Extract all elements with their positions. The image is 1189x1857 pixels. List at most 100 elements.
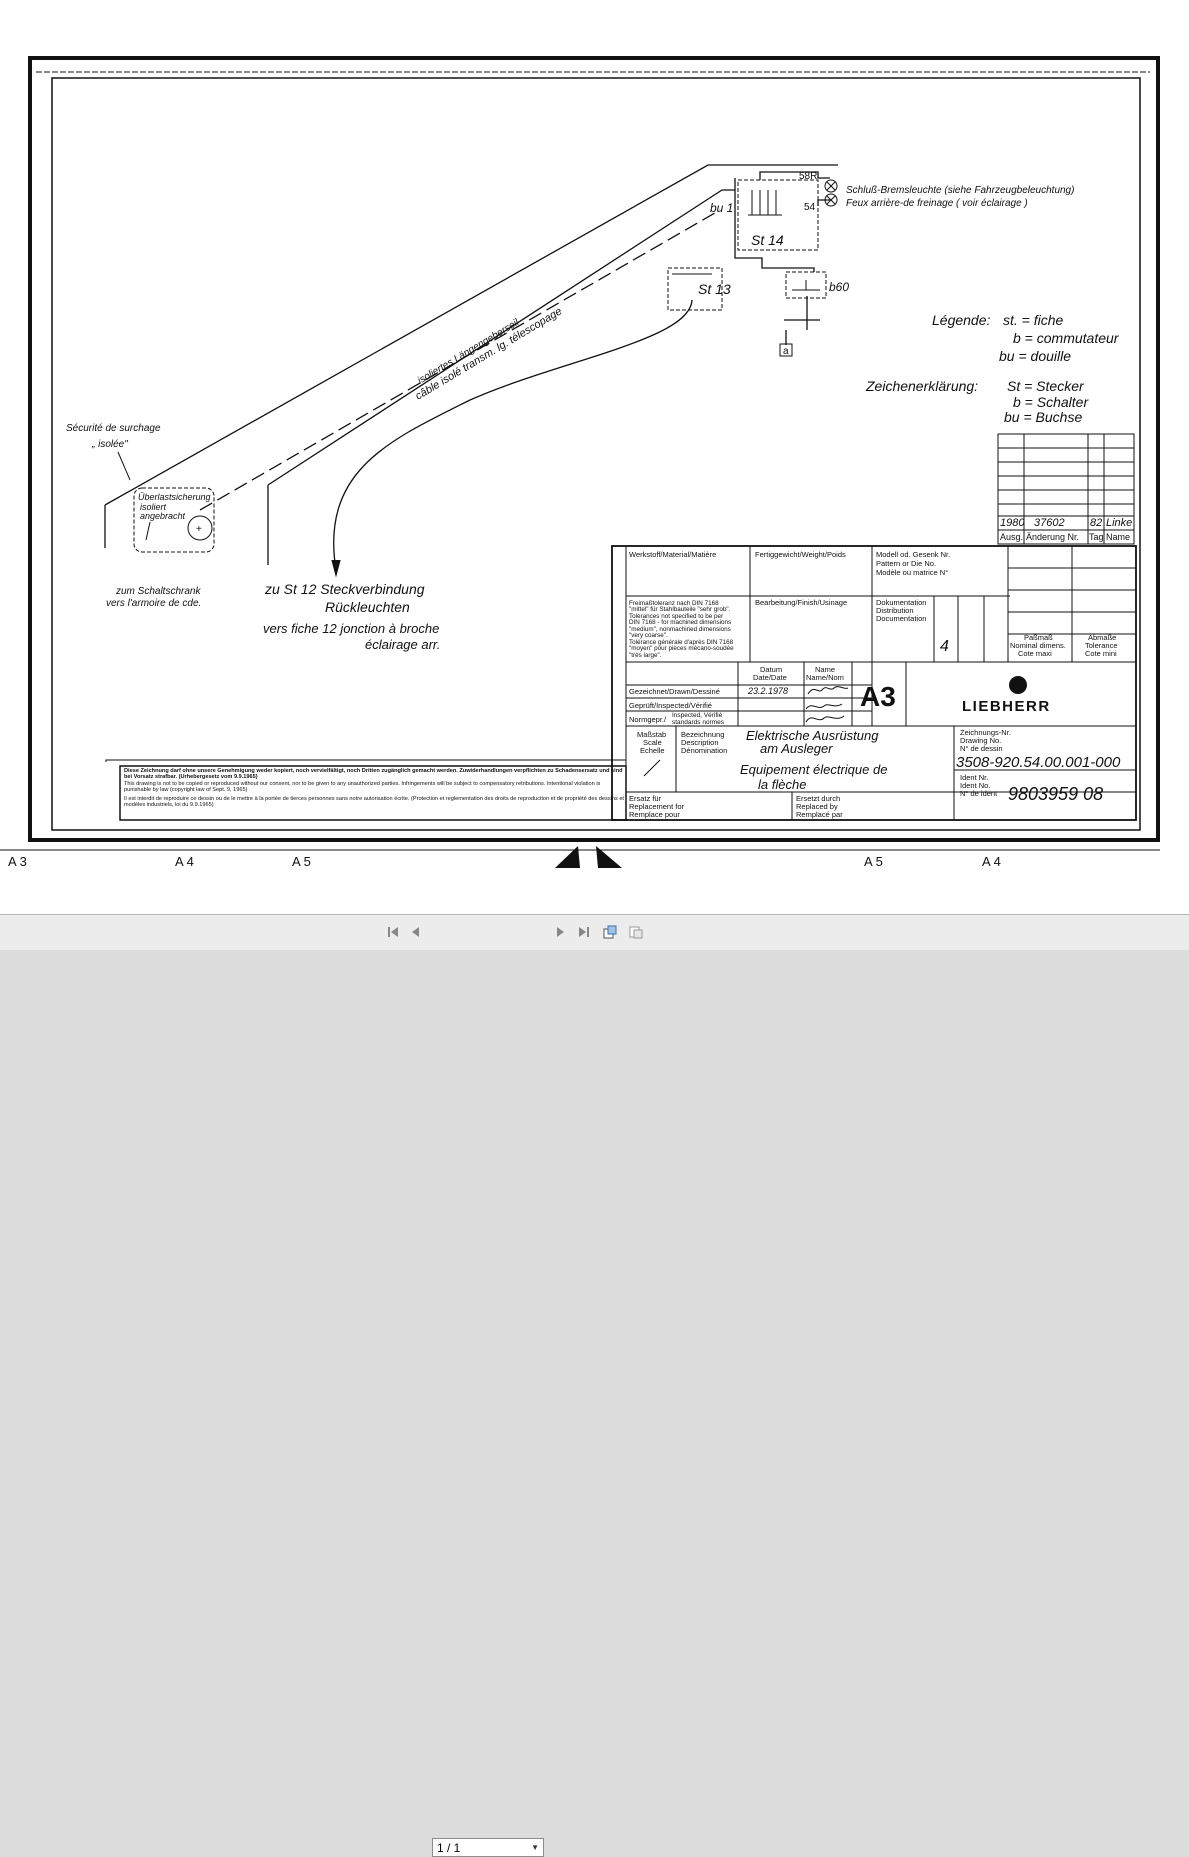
- previous-page-button[interactable]: [408, 924, 424, 940]
- legend-fr-3: bu = douille: [999, 348, 1071, 364]
- tb-date-head-2: Date/Date: [753, 673, 787, 682]
- tb-drawn-date: 23.2.1978: [747, 686, 788, 696]
- tb-drawing-no: 3508-920.54.00.001-000: [956, 754, 1121, 771]
- title-block-texts: Werkstoff/Material/Matière Fertiggewicht…: [629, 550, 1121, 819]
- lamp-label-fr: Feux arrière-de freinage ( voir éclairag…: [846, 198, 1028, 209]
- st12-label-fr-2: éclairage arr.: [365, 637, 440, 652]
- legend-de-2: b = Schalter: [1013, 394, 1089, 410]
- tb-norm-2: Inspected, Vérifié: [672, 712, 723, 719]
- cabinet-label-de: zum Schaltschrank: [115, 586, 201, 597]
- connector-st14: St 14 bu 1 58R 54: [710, 171, 819, 251]
- tb-drawing-no-2: Drawing No.: [960, 736, 1001, 745]
- margin-mark-3: A 5: [292, 854, 311, 869]
- overload-label-fr-2: „ isolée": [91, 439, 128, 450]
- wiring: [104, 164, 838, 578]
- copyright-text-block: Diese Zeichnung darf ohne unsere Genehmi…: [124, 768, 624, 809]
- tb-tol-5: "very coarse".: [629, 632, 668, 639]
- tb-tol-4: "medium", nonmachined dimensions: [629, 626, 731, 633]
- terminal-a-label: a: [783, 346, 789, 357]
- tb-fit-1: Paßmaß: [1024, 633, 1053, 642]
- switch-b60: b60 a: [779, 271, 849, 357]
- tb-inspected: Geprüft/Inspected/Vérifié: [629, 701, 712, 710]
- tb-doc-3: Documentation: [876, 614, 926, 623]
- tb-tol-3h: Cote mini: [1085, 649, 1117, 658]
- rev-name: Linke: [1106, 517, 1132, 529]
- tb-title-de-1: Elektrische Ausrüstung: [746, 728, 879, 743]
- tb-replaced-2: Replaced by: [796, 802, 838, 811]
- tb-replaced-3: Remplacé par: [796, 810, 843, 819]
- viewer-toolbar: 1 / 1 ▼: [0, 915, 1189, 1857]
- tb-tol-6: Tolérance générale d'après DIN 7168: [629, 639, 734, 646]
- last-page-icon: [579, 927, 589, 937]
- tb-model-3: Modèle ou matrice N°: [876, 568, 948, 577]
- tb-date-head-1: Datum: [760, 665, 782, 674]
- tb-replaces-2: Replacement for: [629, 802, 685, 811]
- overload-label-de-3: angebracht: [140, 511, 186, 521]
- page-indicator: 1 / 1: [437, 1840, 461, 1855]
- tb-name-head-2: Name/Nom: [806, 673, 844, 682]
- tb-doc-1: Dokumentation: [876, 598, 926, 607]
- connector-st13: St 13: [667, 267, 731, 311]
- chevron-down-icon: ▼: [531, 1843, 539, 1852]
- cable-curved: [333, 299, 693, 571]
- bu1-label: bu 1: [710, 201, 733, 215]
- rev-head-aenderung: Änderung Nr.: [1026, 532, 1079, 542]
- tb-norm-3: standards normes: [672, 719, 725, 726]
- pin-58r: 58R: [799, 171, 817, 182]
- overload-label-fr-1: Sécurité de surchage: [66, 423, 161, 434]
- tb-drawing-no-1: Zeichnungs-Nr.: [960, 728, 1011, 737]
- previous-page-icon: [412, 927, 419, 937]
- tb-material: Werkstoff/Material/Matière: [629, 550, 716, 559]
- overload-label-de-2: isoliert: [140, 502, 167, 512]
- margin-mark-4: A 5: [864, 854, 883, 869]
- overload-label-de-1: Überlastsicherung: [138, 492, 211, 502]
- rev-head-tag: Tag: [1089, 532, 1104, 542]
- tb-ident-no: 9803959 08: [1008, 784, 1103, 804]
- page-select[interactable]: 1 / 1 ▼: [432, 1838, 544, 1857]
- tb-scale-2: Scale: [643, 738, 662, 747]
- tb-tol-1: "mittel" für Stahlbauteile "sehr grob".: [629, 606, 731, 613]
- tb-scale-1: Maßstab: [637, 730, 666, 739]
- tb-replaces-3: Remplace pour: [629, 810, 680, 819]
- cable-label-de: isoliertes Längengeberseil: [416, 317, 522, 387]
- first-page-button[interactable]: [385, 924, 401, 940]
- pin-54: 54: [804, 202, 816, 213]
- st12-label-de-2: Rückleuchten: [325, 599, 410, 615]
- tb-replaced-1: Ersetzt durch: [796, 794, 840, 803]
- tb-doc-value: 4: [940, 638, 949, 655]
- copyright-notice: [105, 759, 627, 821]
- copy-page-button[interactable]: [628, 924, 644, 940]
- cabinet-label-fr: vers l'armoire de cde.: [106, 598, 201, 609]
- legend-title-de: Zeichenerklärung:: [865, 378, 978, 394]
- title-block-grid: [611, 545, 1137, 821]
- last-page-button[interactable]: [576, 924, 592, 940]
- tb-title-de-2: am Ausleger: [760, 741, 833, 756]
- tb-ident-2: Ident No.: [960, 781, 990, 790]
- export-page-button[interactable]: [602, 924, 618, 940]
- copyright-de: Diese Zeichnung darf ohne unsere Genehmi…: [124, 768, 623, 781]
- lamp-icons: [824, 179, 838, 207]
- copyright-en: This drawing is not to be copied or repr…: [124, 780, 601, 793]
- tb-tol-3: DIN 7168 - for machined dimensions: [629, 619, 731, 626]
- tb-replaces-1: Ersatz für: [629, 794, 662, 803]
- legend-de-3: bu = Buchse: [1004, 409, 1082, 425]
- margin-mark-2: A 4: [175, 854, 194, 869]
- lamp-label-de: Schluß-Bremsleuchte (siehe Fahrzeugbeleu…: [846, 185, 1074, 196]
- tb-title-fr-2: la flèche: [758, 777, 806, 792]
- copy-page-icon: [629, 926, 643, 939]
- legend-de-1: St = Stecker: [1007, 378, 1085, 394]
- signature-inspected: [805, 703, 843, 710]
- tb-doc-2: Distribution: [876, 606, 914, 615]
- next-page-button[interactable]: [552, 924, 568, 940]
- technical-drawing-sheet: A 3 A 4 A 5 A 5 A 4 St 14 bu 1 58R 54 Sc…: [0, 56, 1160, 869]
- tb-format: A3: [860, 681, 896, 712]
- legend-title-fr: Légende:: [932, 312, 991, 328]
- document-viewport: A 3 A 4 A 5 A 5 A 4 St 14 bu 1 58R 54 Sc…: [0, 0, 1189, 915]
- tb-tol-8: "très large".: [629, 652, 662, 659]
- tb-desc-2: Description: [681, 738, 719, 747]
- st12-label-fr-1: vers fiche 12 jonction à broche: [263, 621, 439, 636]
- boom-outline-lower: [267, 189, 735, 565]
- boom-outline-upper: [104, 164, 838, 548]
- tb-weight: Fertiggewicht/Weight/Poids: [755, 550, 846, 559]
- tb-name-head-1: Name: [815, 665, 835, 674]
